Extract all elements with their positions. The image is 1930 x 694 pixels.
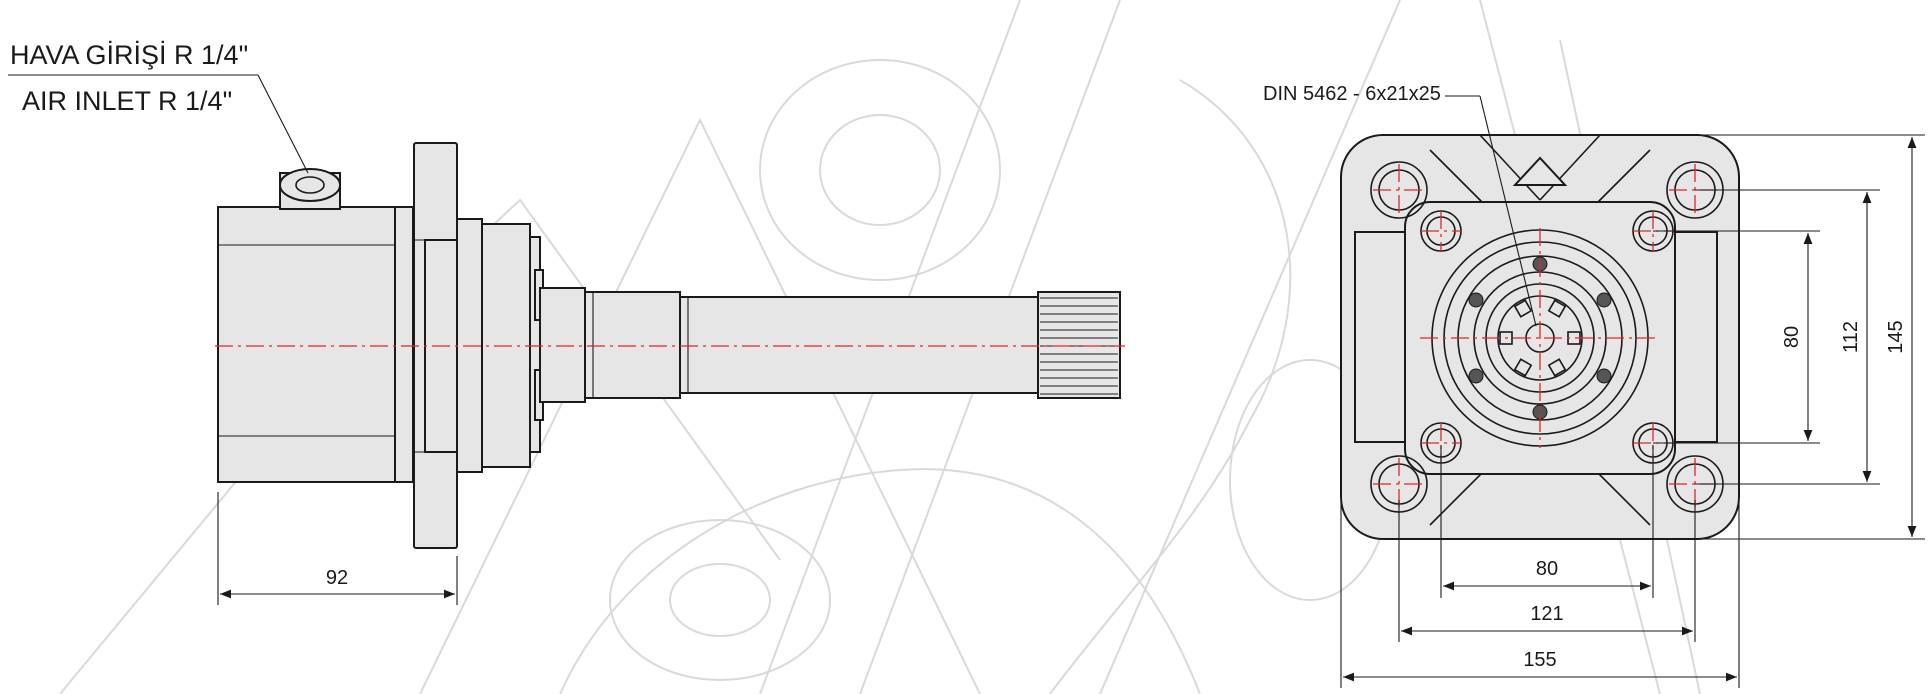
spline-tooth: [1547, 358, 1567, 377]
spline-spec-callout: DIN 5462 - 6x21x25: [1263, 83, 1537, 327]
dim-front-outer-holes-v: 112: [1840, 321, 1862, 353]
pin: [1596, 368, 1612, 384]
hole-boss: [1370, 161, 1428, 219]
dim-front-inner-holes-v: 80: [1781, 326, 1803, 348]
front-mounting-holes: [1370, 161, 1724, 513]
dimension-side-length: 92: [217, 492, 458, 605]
air-inlet-callout: HAVA GİRİŞİ R 1/4" AIR INLET R 1/4": [8, 39, 309, 174]
output-shaft: [679, 296, 1039, 394]
pin: [1468, 368, 1484, 384]
cylinder-body: [217, 206, 396, 483]
air-inlet-port: [279, 168, 341, 210]
side-view: [215, 142, 1125, 549]
front-view: [1340, 134, 1740, 540]
dim-front-outer-holes: 121: [1530, 603, 1563, 625]
spline-spec-label: DIN 5462 - 6x21x25: [1263, 83, 1441, 105]
air-inlet-label-en: AIR INLET R 1/4": [22, 86, 232, 116]
dim-side-length: 92: [326, 567, 348, 589]
air-inlet-label-tr: HAVA GİRİŞİ R 1/4": [10, 39, 248, 70]
front-vertical-dimensions: 80 112 145: [1653, 134, 1925, 540]
dim-front-width: 155: [1523, 649, 1556, 671]
spline-tooth: [1513, 358, 1533, 377]
pin: [1596, 292, 1612, 308]
dim-front-height: 145: [1885, 320, 1907, 353]
front-pins: [1468, 256, 1612, 420]
front-horizontal-dimensions: 80 121 155: [1340, 445, 1740, 688]
spline-end: [1037, 291, 1121, 399]
pin: [1468, 292, 1484, 308]
spline-tooth: [1547, 299, 1567, 318]
dim-front-inner-holes: 80: [1536, 558, 1558, 580]
spline-tooth: [1513, 299, 1533, 318]
